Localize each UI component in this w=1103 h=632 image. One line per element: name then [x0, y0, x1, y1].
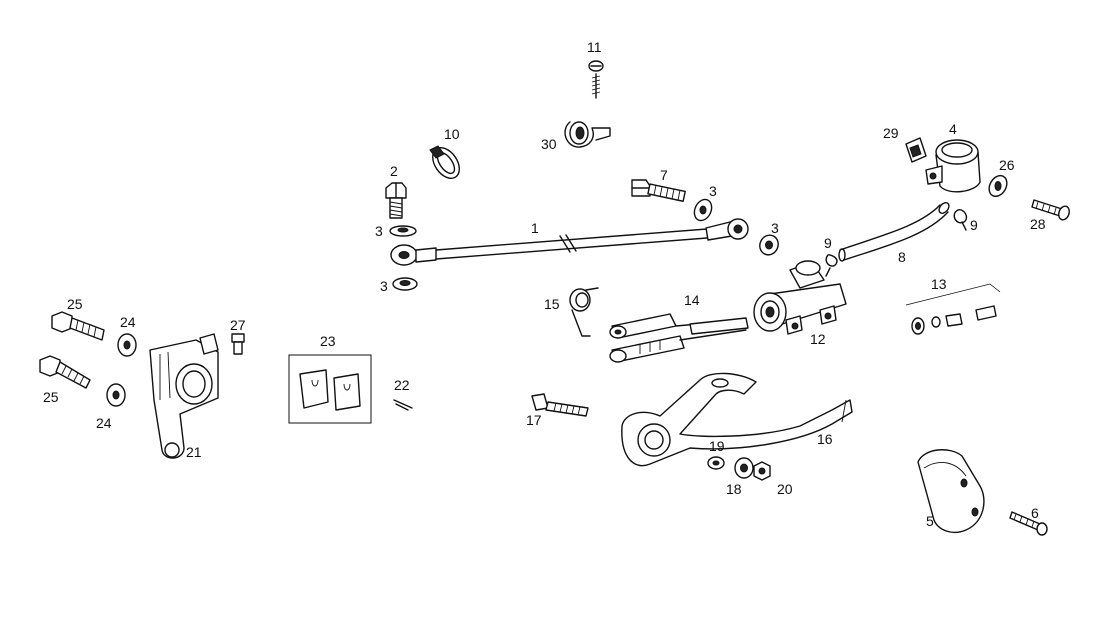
label-2: 2	[390, 163, 398, 179]
label-14: 14	[684, 292, 700, 308]
label-29: 29	[883, 125, 899, 141]
part-30-hose-clip	[564, 121, 611, 148]
part-29-bracket	[905, 137, 927, 163]
part-18-washer	[734, 457, 754, 479]
label-3-b: 3	[380, 278, 388, 294]
label-3-d: 3	[771, 220, 779, 236]
label-23: 23	[320, 333, 336, 349]
label-9-b: 9	[970, 217, 978, 233]
label-20: 20	[777, 481, 793, 497]
label-18: 18	[726, 481, 742, 497]
label-3-a: 3	[375, 223, 383, 239]
part-6-screw	[1009, 511, 1048, 536]
label-4: 4	[949, 121, 957, 137]
label-10: 10	[444, 126, 460, 142]
part-3-washer-right	[759, 234, 779, 256]
label-25-b: 25	[43, 389, 59, 405]
part-2-banjo-bolt	[385, 182, 407, 219]
part-12-master-cylinder	[753, 260, 847, 335]
part-4-brake-reservoir	[925, 139, 981, 193]
part-5-heel-guard	[917, 449, 985, 534]
label-5: 5	[926, 513, 934, 529]
part-10-clamp	[429, 145, 460, 179]
part-20-nut	[753, 461, 771, 481]
label-8: 8	[898, 249, 906, 265]
part-25-bolt-top	[51, 311, 105, 341]
label-6: 6	[1031, 505, 1039, 521]
label-19: 19	[709, 438, 725, 454]
part-9-clip-a	[825, 254, 838, 277]
label-25-a: 25	[67, 296, 83, 312]
part-8-reservoir-hose	[838, 202, 950, 262]
label-26: 26	[999, 157, 1015, 173]
label-24-b: 24	[96, 415, 112, 431]
label-15: 15	[544, 296, 560, 312]
part-3-washer-top	[389, 225, 417, 237]
label-17: 17	[526, 412, 542, 428]
part-14-push-rod	[609, 313, 749, 363]
part-19-washer	[707, 456, 725, 470]
label-21: 21	[186, 444, 202, 460]
label-11: 11	[587, 39, 602, 55]
part-25-bolt-bottom	[39, 355, 91, 389]
part-9-clip-b	[953, 209, 968, 231]
part-22-pin	[393, 399, 413, 411]
label-22: 22	[394, 377, 410, 393]
label-27: 27	[230, 317, 246, 333]
part-17-bolt	[531, 393, 589, 417]
label-7: 7	[660, 167, 668, 183]
part-3-washer-mid	[693, 198, 713, 222]
label-30: 30	[541, 136, 557, 152]
label-9-a: 9	[824, 235, 832, 251]
part-16-brake-pedal	[621, 372, 853, 467]
label-28: 28	[1030, 216, 1046, 232]
part-labels: 11 30 10 2 3 3 1 7 3 3 9 8 29 4 26 9 28 …	[43, 39, 1046, 529]
label-24-a: 24	[120, 314, 136, 330]
part-3-washer-bottom	[392, 277, 418, 291]
part-11-screw	[588, 60, 604, 99]
part-15-spring	[569, 287, 599, 337]
label-3-c: 3	[709, 183, 717, 199]
part-28-screw	[1031, 199, 1070, 221]
part-1-brake-hose	[390, 218, 749, 266]
label-1: 1	[531, 220, 539, 236]
label-16: 16	[817, 431, 833, 447]
part-27-bleed-screw	[231, 333, 245, 355]
part-7-bolt	[631, 179, 686, 202]
label-12: 12	[810, 331, 826, 347]
part-13-repair-kit	[905, 283, 1001, 335]
part-21-brake-caliper	[149, 333, 219, 459]
part-24-washer-top	[117, 333, 137, 357]
label-13: 13	[931, 276, 947, 292]
part-23-brake-pads	[288, 354, 372, 424]
part-26-washer	[988, 174, 1008, 198]
part-24-washer-bottom	[106, 383, 126, 407]
